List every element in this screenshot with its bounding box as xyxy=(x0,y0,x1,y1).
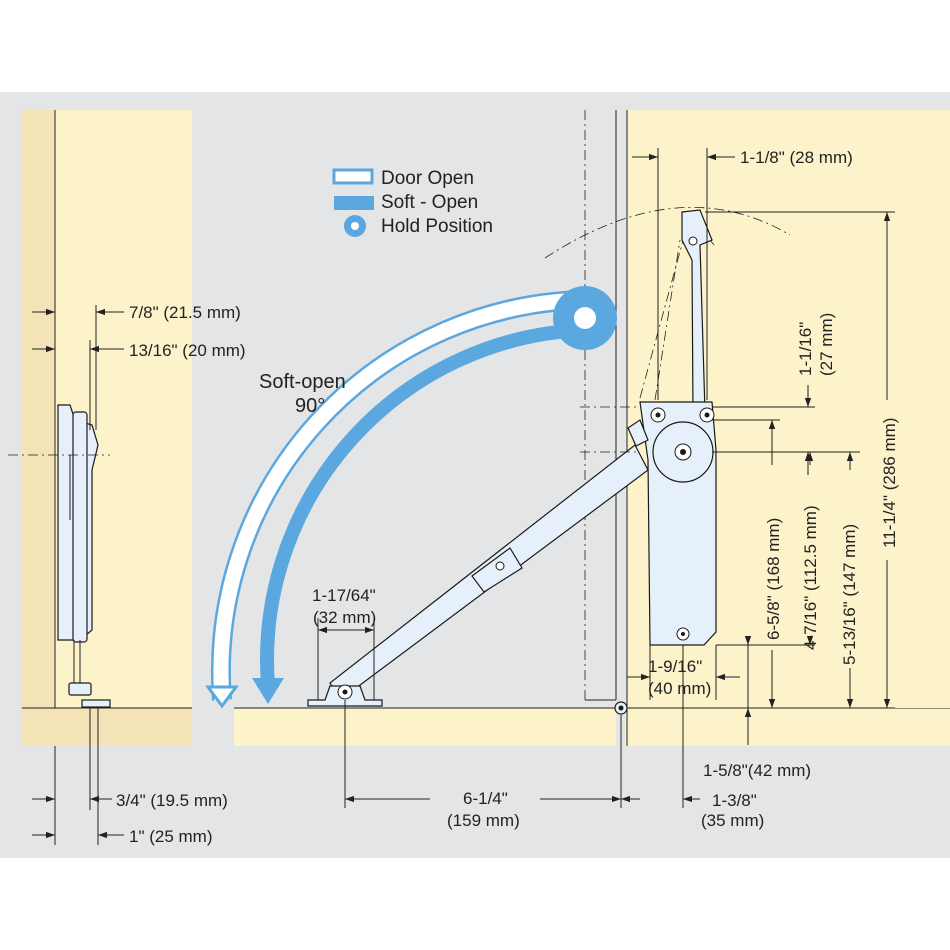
dim-1-1-8: 1-1/8" (28 mm) xyxy=(740,148,853,167)
dim-1-5-8: 1-5/8"(42 mm) xyxy=(703,761,811,780)
dim-6-5-8: 6-5/8" (168 mm) xyxy=(764,518,783,640)
dim-1-3-8: 1-3/8" xyxy=(712,791,757,810)
left-dimensions: 7/8" (21.5 mm) 13/16" (20 mm) 3/4" (19.5… xyxy=(32,303,246,846)
dim-1-1-16: 1-1/16" xyxy=(796,322,815,376)
hinge-mechanism xyxy=(307,207,791,707)
dim-4-7-16: 4-7/16" (112.5 mm) xyxy=(801,505,820,650)
dim-1-17-64: 1-17/64" xyxy=(312,586,376,605)
dim-13-16: 13/16" (20 mm) xyxy=(129,341,246,360)
dim-3-4: 3/4" (19.5 mm) xyxy=(116,791,228,810)
dim-35mm: (35 mm) xyxy=(701,811,764,830)
soft-open-label: Soft-open xyxy=(259,371,346,393)
dim-1: 1" (25 mm) xyxy=(129,827,213,846)
dim-5-13-16: 5-13/16" (147 mm) xyxy=(840,524,859,665)
top-width-dimension: 1-1/8" (28 mm) xyxy=(632,148,853,400)
left-cabinet-side-view xyxy=(8,110,192,746)
dim-159mm: (159 mm) xyxy=(447,811,520,830)
dim-7-8: 7/8" (21.5 mm) xyxy=(129,303,241,322)
right-vertical-dimensions: 11-1/4" (286 mm) 1-1/16" (27 mm) 6-5/8" … xyxy=(580,211,899,780)
dim-11-1-4: 11-1/4" (286 mm) xyxy=(880,418,899,548)
hold-position-marker xyxy=(553,286,617,350)
dim-32mm: (32 mm) xyxy=(313,608,376,627)
legend-door-open-swatch xyxy=(332,168,374,185)
dim-6-1-4: 6-1/4" xyxy=(463,789,508,808)
dim-1-9-16: 1-9/16" xyxy=(648,657,702,676)
door-open-arc xyxy=(205,290,586,709)
soft-open-angle: 90° xyxy=(295,395,325,417)
left-bottom-panel xyxy=(22,708,192,746)
dim-27mm: (27 mm) xyxy=(817,313,836,376)
legend-soft-open-label: Soft - Open xyxy=(381,192,478,213)
left-side-panel xyxy=(22,110,55,708)
cabinet-bottom-panel xyxy=(234,707,950,746)
legend-soft-open-swatch xyxy=(334,196,374,210)
legend-door-open-label: Door Open xyxy=(381,168,474,189)
legend-hold-position-label: Hold Position xyxy=(381,216,493,237)
bottom-span-dimensions: 6-1/4" (159 mm) 1-3/8" (35 mm) xyxy=(344,645,764,830)
base-width-dimension: 1-17/64" (32 mm) xyxy=(312,586,376,700)
dim-40mm: (40 mm) xyxy=(648,679,711,698)
legend: Door Open Soft - Open Hold Position xyxy=(332,168,493,237)
soft-open-arc xyxy=(252,323,586,704)
